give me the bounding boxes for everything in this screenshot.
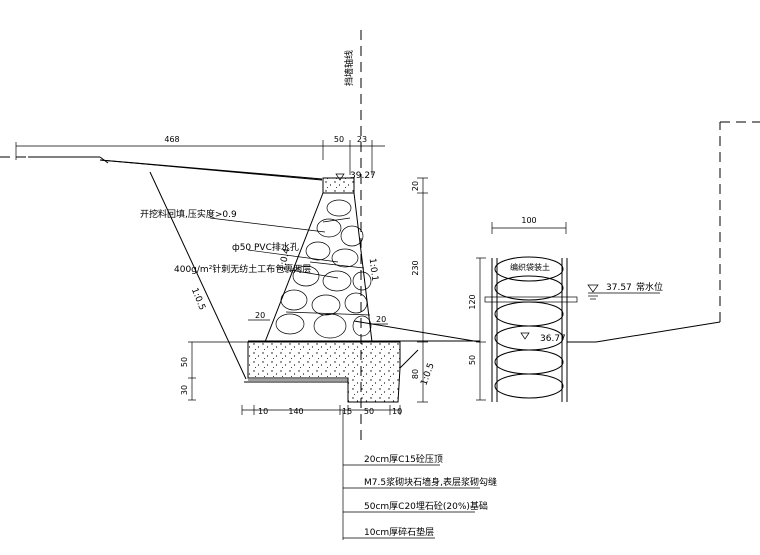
geotextile-note: 400g/m²针刺无纺土工布包裹两层: [174, 263, 311, 275]
wall-axis-label: 挡墙轴线: [343, 50, 355, 86]
backfill-top-line-2: [99, 159, 323, 181]
legend-foundation: 50cm厚C20埋石砼(20%)基础: [364, 500, 488, 512]
dim-80-vertical: 80: [411, 369, 420, 379]
dim-50-bottom: 50: [364, 407, 374, 416]
pvc-leader: [247, 249, 339, 263]
dim-20-right: 20: [376, 315, 386, 324]
gabion-label: 编织袋装土: [510, 262, 550, 272]
right-bank-slope: [595, 321, 721, 343]
foundation-fill: [248, 342, 400, 402]
pvc-note: ф50 PVC排水孔: [232, 241, 299, 253]
dim-10-bottom-2: 10: [392, 407, 402, 416]
dim-23: 23: [357, 135, 367, 144]
dim-100-gabion: 100: [521, 216, 536, 225]
dim-50-left: 50: [180, 357, 189, 367]
backfill-leader: [209, 217, 326, 233]
slope-105-left: 1:0.5: [189, 287, 207, 312]
dim-50-gabion: 50: [468, 355, 477, 365]
sandbag-stack: [494, 256, 564, 399]
water-level-marker: [587, 284, 599, 293]
legend-coping: 20cm厚C15砼压顶: [364, 453, 443, 465]
masonry-stones: [275, 199, 372, 339]
legend-cushion: 10cm厚碎石垫层: [364, 526, 434, 538]
dim-230-vertical: 230: [411, 260, 420, 275]
dim-10-bottom-1: 10: [258, 407, 268, 416]
dim-15-bottom: 15: [342, 407, 352, 416]
top-elevation-marker: [335, 173, 345, 181]
foundation-slope: [399, 349, 419, 369]
dim-20-vertical: 20: [411, 181, 420, 191]
dim-468: 468: [164, 135, 179, 144]
dim-140-bottom: 140: [288, 407, 303, 416]
geotextile-leader: [289, 269, 339, 279]
bottom-elevation-marker: [520, 332, 530, 340]
dim-50-top: 50: [334, 135, 344, 144]
dim-20-left: 20: [255, 311, 265, 320]
water-level-label: 常水位: [636, 281, 663, 293]
dim-30-left: 30: [180, 385, 189, 395]
excavation-slope-line: [149, 171, 247, 380]
slope-105-right: 1:0.5: [419, 362, 436, 387]
top-elevation: 39.27: [350, 171, 376, 181]
pvc-drain-pipe: [353, 320, 481, 343]
water-elevation: 37.57: [606, 283, 632, 293]
coping-fill: [323, 178, 354, 193]
backfill-note: 开挖料回填,压实度>0.9: [140, 208, 237, 220]
slope-101: 1:0.1: [367, 258, 380, 282]
dim-120-gabion: 120: [468, 294, 477, 309]
legend-wall-body: M7.5浆砌块石墙身,表层浆砌勾缝: [364, 476, 497, 488]
bottom-elevation: 36.77: [540, 334, 566, 344]
